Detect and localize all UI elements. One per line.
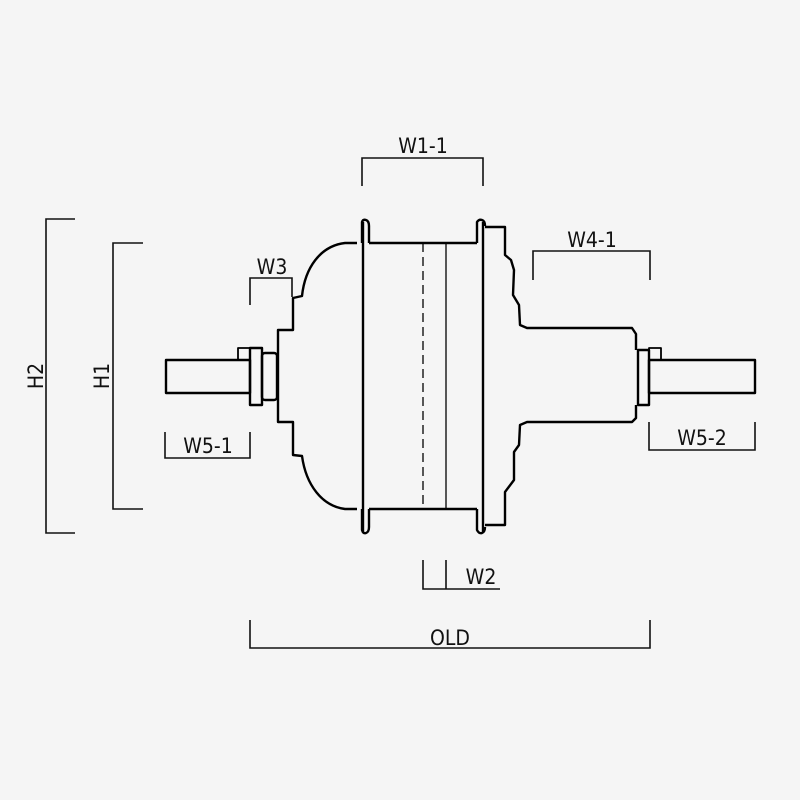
w5-2-dimension — [648, 422, 756, 451]
right-flange — [475, 218, 487, 535]
left-end-cap — [276, 241, 357, 511]
old-dimension — [249, 620, 651, 649]
h2-dimension — [45, 218, 75, 534]
w3-dimension — [249, 277, 293, 305]
w1-1-dimension — [361, 157, 484, 186]
w4-1-dimension — [532, 250, 651, 280]
right-axle — [647, 358, 757, 395]
w5-1-label: W5-1 — [183, 434, 233, 458]
w2-label: W2 — [466, 565, 497, 589]
w5-1-dimension — [164, 432, 251, 459]
old-label: OLD — [430, 626, 470, 650]
w3-label: W3 — [257, 255, 288, 279]
right-end-cap — [485, 225, 638, 527]
dimensions: W1-1 H2 H1 W3 W4-1 W5-1 W5-2 W2 OLD — [24, 134, 756, 650]
h1-label: H1 — [90, 363, 114, 389]
w1-1-label: W1-1 — [398, 134, 448, 158]
w2-dimension — [422, 560, 500, 590]
hub-body — [164, 218, 757, 535]
h1-dimension — [112, 242, 143, 510]
h2-label: H2 — [24, 363, 48, 389]
w5-2-label: W5-2 — [677, 426, 727, 450]
w4-1-label: W4-1 — [567, 228, 617, 252]
